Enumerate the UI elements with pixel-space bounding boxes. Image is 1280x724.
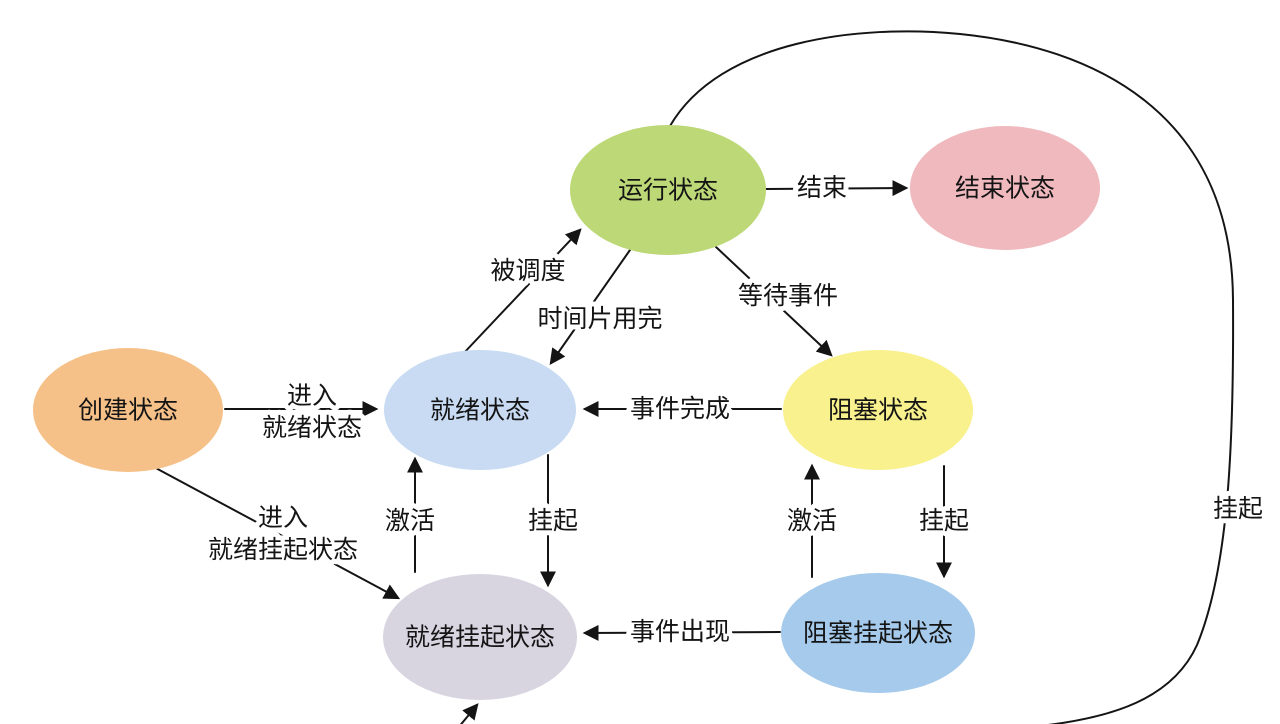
node-running: 运行状态 xyxy=(570,125,766,255)
edges-group xyxy=(151,30,1235,724)
node-ready-suspended: 就绪挂起状态 xyxy=(383,574,577,700)
node-label-running: 运行状态 xyxy=(618,176,718,205)
edge-event-appear xyxy=(582,624,781,641)
node-label-blocked-suspended: 阻塞挂起状态 xyxy=(803,619,953,648)
node-shape-blocked-suspended xyxy=(781,573,975,693)
node-blocked: 阻塞状态 xyxy=(783,350,973,470)
edge-suspend-running xyxy=(669,30,1235,724)
edge-label-timeslice-expired: 时间片用完 xyxy=(537,304,662,333)
node-ready: 就绪状态 xyxy=(384,350,576,470)
node-create: 创建状态 xyxy=(33,348,223,472)
edge-label-enter-ready: 进入就绪状态 xyxy=(262,381,362,442)
edge-label-suspend-ready: 挂起 xyxy=(528,506,578,535)
edge-label-event-appear: 事件出现 xyxy=(630,617,730,646)
node-label-terminated: 结束状态 xyxy=(955,174,1055,203)
edge-label-event-complete: 事件完成 xyxy=(630,394,730,423)
edge-label-finish: 结束 xyxy=(797,173,847,202)
node-shape-ready-suspended xyxy=(383,574,577,700)
node-label-blocked: 阻塞状态 xyxy=(828,396,928,425)
node-label-ready-suspended: 就绪挂起状态 xyxy=(405,623,555,652)
node-label-create: 创建状态 xyxy=(78,396,178,425)
edge-timeslice-expired xyxy=(549,249,631,365)
edge-suspend-running-end xyxy=(460,703,479,724)
edge-label-enter-ready-suspended: 进入就绪挂起状态 xyxy=(208,503,358,564)
node-shape-blocked xyxy=(783,350,973,470)
node-label-ready: 就绪状态 xyxy=(430,396,530,425)
edge-label-activate-blocked: 激活 xyxy=(787,506,837,535)
edge-label-scheduled: 被调度 xyxy=(490,256,565,285)
node-shape-running xyxy=(570,125,766,255)
edge-label-activate-ready: 激活 xyxy=(385,506,435,535)
edge-finish xyxy=(765,180,909,197)
edge-scheduled xyxy=(461,228,582,356)
node-shape-terminated xyxy=(910,126,1100,250)
node-shape-create xyxy=(33,348,223,472)
edge-label-wait-event: 等待事件 xyxy=(738,281,838,310)
edge-wait-event xyxy=(715,246,833,357)
node-shape-ready xyxy=(384,350,576,470)
edge-enter-ready-suspended xyxy=(151,465,401,600)
edge-label-suspend-blocked: 挂起 xyxy=(919,506,969,535)
node-blocked-suspended: 阻塞挂起状态 xyxy=(781,573,975,693)
edge-label-suspend-running: 挂起 xyxy=(1213,494,1263,523)
node-terminated: 结束状态 xyxy=(910,126,1100,250)
